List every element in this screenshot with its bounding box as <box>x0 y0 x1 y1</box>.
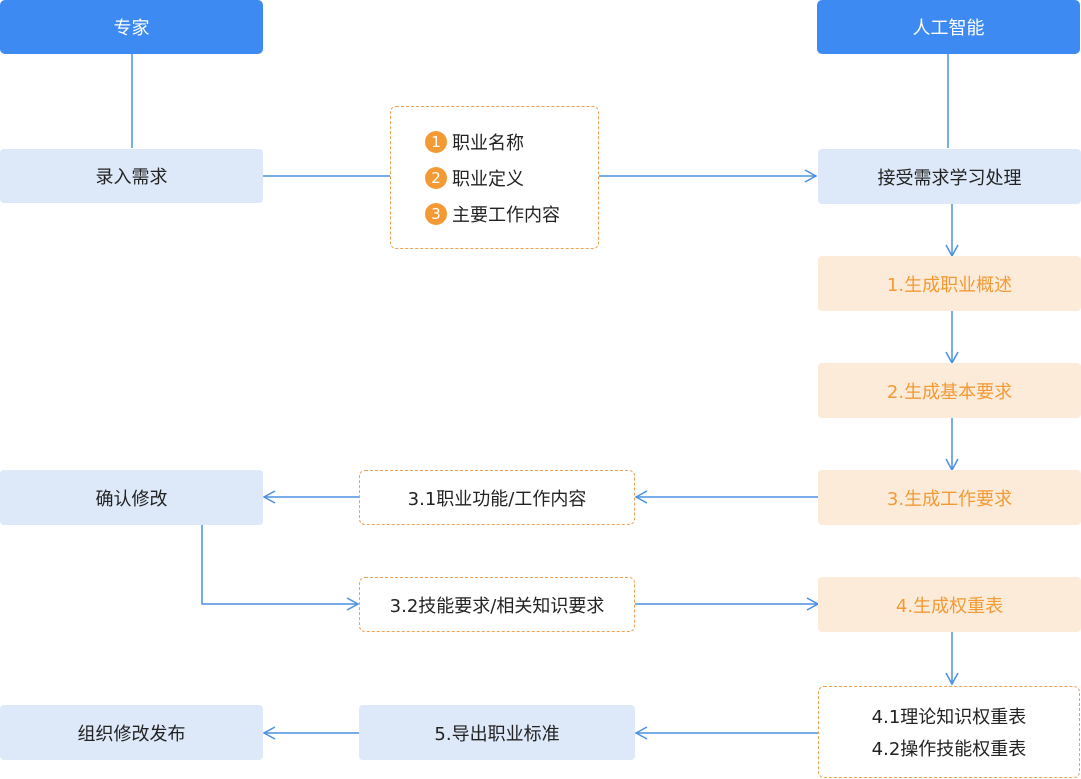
confirm-edit-box: 确认修改 <box>0 470 263 525</box>
input-item-label: 主要工作内容 <box>452 204 560 226</box>
step1-box: 1.生成职业概述 <box>818 256 1081 311</box>
step4-box: 4.生成权重表 <box>818 577 1081 632</box>
substep-3-2-box: 3.2技能要求/相关知识要求 <box>359 577 635 632</box>
weight-tables-box: 4.1理论知识权重表 4.2操作技能权重表 <box>818 686 1080 778</box>
ai-process-box: 接受需求学习处理 <box>818 149 1081 204</box>
step3-box: 3.生成工作要求 <box>818 470 1081 525</box>
number-badge-2: 2 <box>425 166 447 189</box>
export-standard-box: 5.导出职业标准 <box>359 705 635 760</box>
input-item: 1 职业名称 <box>425 129 524 155</box>
step2-box: 2.生成基本要求 <box>818 363 1081 418</box>
weight-table-theory: 4.1理论知识权重表 <box>871 707 1027 728</box>
confirm-to-s32-arrow <box>201 525 360 611</box>
input-item-label: 职业定义 <box>452 168 524 190</box>
number-badge-1: 1 <box>425 130 447 153</box>
number-badge-3: 3 <box>425 202 447 225</box>
input-requirements-box: 录入需求 <box>0 149 263 203</box>
input-item: 3 主要工作内容 <box>425 201 560 227</box>
expert-header: 专家 <box>0 0 263 54</box>
input-items-box: 1 职业名称 2 职业定义 3 主要工作内容 <box>390 106 599 249</box>
ai-header: 人工智能 <box>817 0 1080 54</box>
input-item: 2 职业定义 <box>425 165 524 191</box>
input-item-label: 职业名称 <box>452 132 524 154</box>
publish-box: 组织修改发布 <box>0 705 263 760</box>
substep-3-1-box: 3.1职业功能/工作内容 <box>359 470 635 525</box>
weight-table-skills: 4.2操作技能权重表 <box>871 739 1027 760</box>
